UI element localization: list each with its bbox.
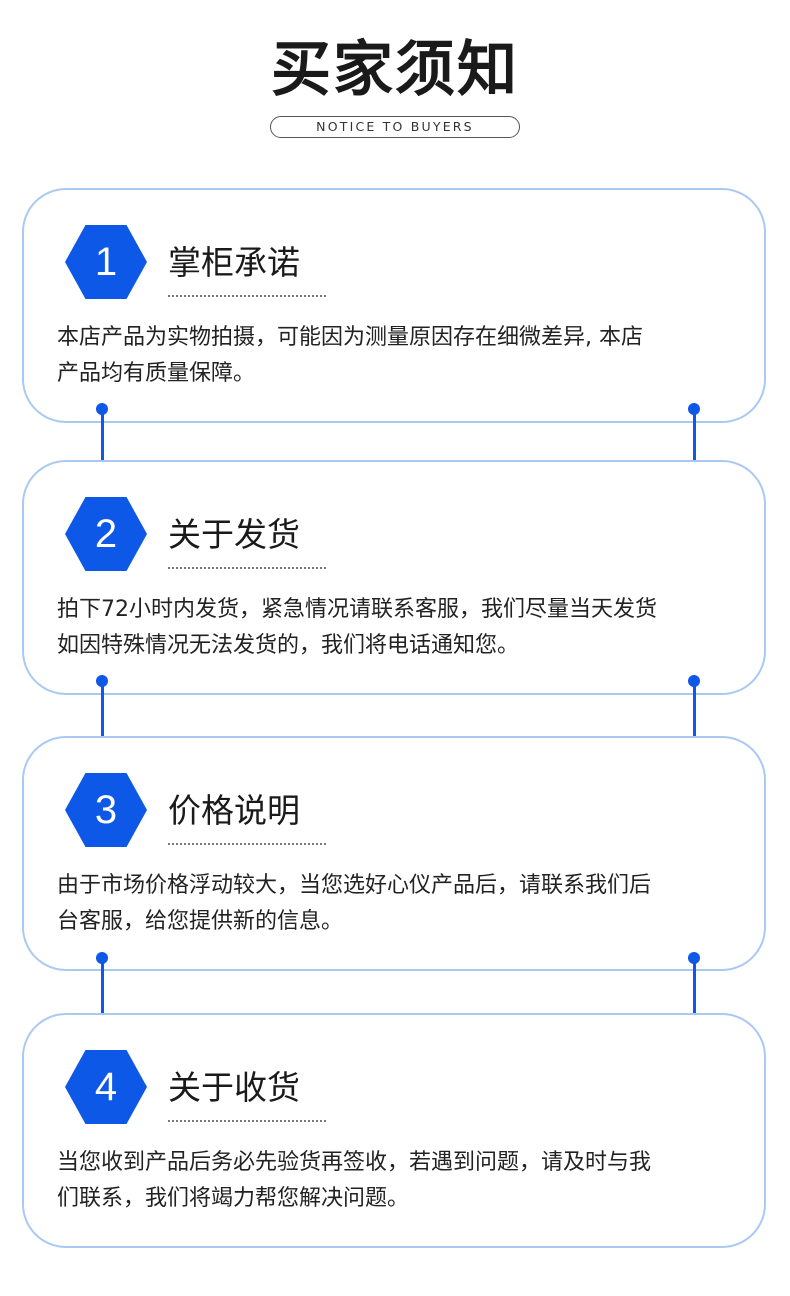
card-description: 本店产品为实物拍摄，可能因为测量原因存在细微差异, 本店 产品均有质量保障。 <box>57 320 737 392</box>
card-description-line: 产品均有质量保障。 <box>57 361 256 386</box>
card-description-line: 们联系，我们将竭力帮您解决问题。 <box>57 1186 410 1211</box>
card-title: 价格说明 <box>168 791 300 830</box>
card-description-line: 如因特殊情况无法发货的，我们将电话通知您。 <box>57 633 520 658</box>
card-description-line: 当您收到产品后务必先验货再签收，若遇到问题，请及时与我 <box>57 1150 652 1175</box>
hexagon-number-badge: 3 <box>65 773 147 847</box>
page-subtitle-badge: NOTICE TO BUYERS <box>270 116 520 138</box>
dotted-underline <box>168 1120 326 1122</box>
dotted-underline <box>168 295 326 297</box>
page-title: 买家须知 <box>271 35 519 105</box>
dotted-underline <box>168 567 326 569</box>
card-title: 掌柜承诺 <box>168 243 300 282</box>
notice-card-pricing: 3 价格说明 由于市场价格浮动较大，当您选好心仪产品后，请联系我们后 台客服，给… <box>22 736 766 971</box>
card-description: 由于市场价格浮动较大，当您选好心仪产品后，请联系我们后 台客服，给您提供新的信息… <box>57 868 737 940</box>
card-description-line: 由于市场价格浮动较大，当您选好心仪产品后，请联系我们后 <box>57 873 652 898</box>
hexagon-number-badge: 1 <box>65 225 147 299</box>
card-description: 当您收到产品后务必先验货再签收，若遇到问题，请及时与我 们联系，我们将竭力帮您解… <box>57 1145 737 1217</box>
card-description-line: 台客服，给您提供新的信息。 <box>57 909 344 934</box>
hexagon-number-badge: 4 <box>65 1050 147 1124</box>
notice-card-promise: 1 掌柜承诺 本店产品为实物拍摄，可能因为测量原因存在细微差异, 本店 产品均有… <box>22 188 766 423</box>
card-description-line: 拍下72小时内发货，紧急情况请联系客服，我们尽量当天发货 <box>57 597 657 622</box>
dotted-underline <box>168 843 326 845</box>
card-title: 关于收货 <box>168 1068 300 1107</box>
card-title: 关于发货 <box>168 515 300 554</box>
card-description: 拍下72小时内发货，紧急情况请联系客服，我们尽量当天发货 如因特殊情况无法发货的… <box>57 592 737 664</box>
hexagon-number-badge: 2 <box>65 497 147 571</box>
notice-card-shipping: 2 关于发货 拍下72小时内发货，紧急情况请联系客服，我们尽量当天发货 如因特殊… <box>22 460 766 695</box>
notice-card-receiving: 4 关于收货 当您收到产品后务必先验货再签收，若遇到问题，请及时与我 们联系，我… <box>22 1013 766 1248</box>
card-description-line: 本店产品为实物拍摄，可能因为测量原因存在细微差异, 本店 <box>57 325 643 350</box>
